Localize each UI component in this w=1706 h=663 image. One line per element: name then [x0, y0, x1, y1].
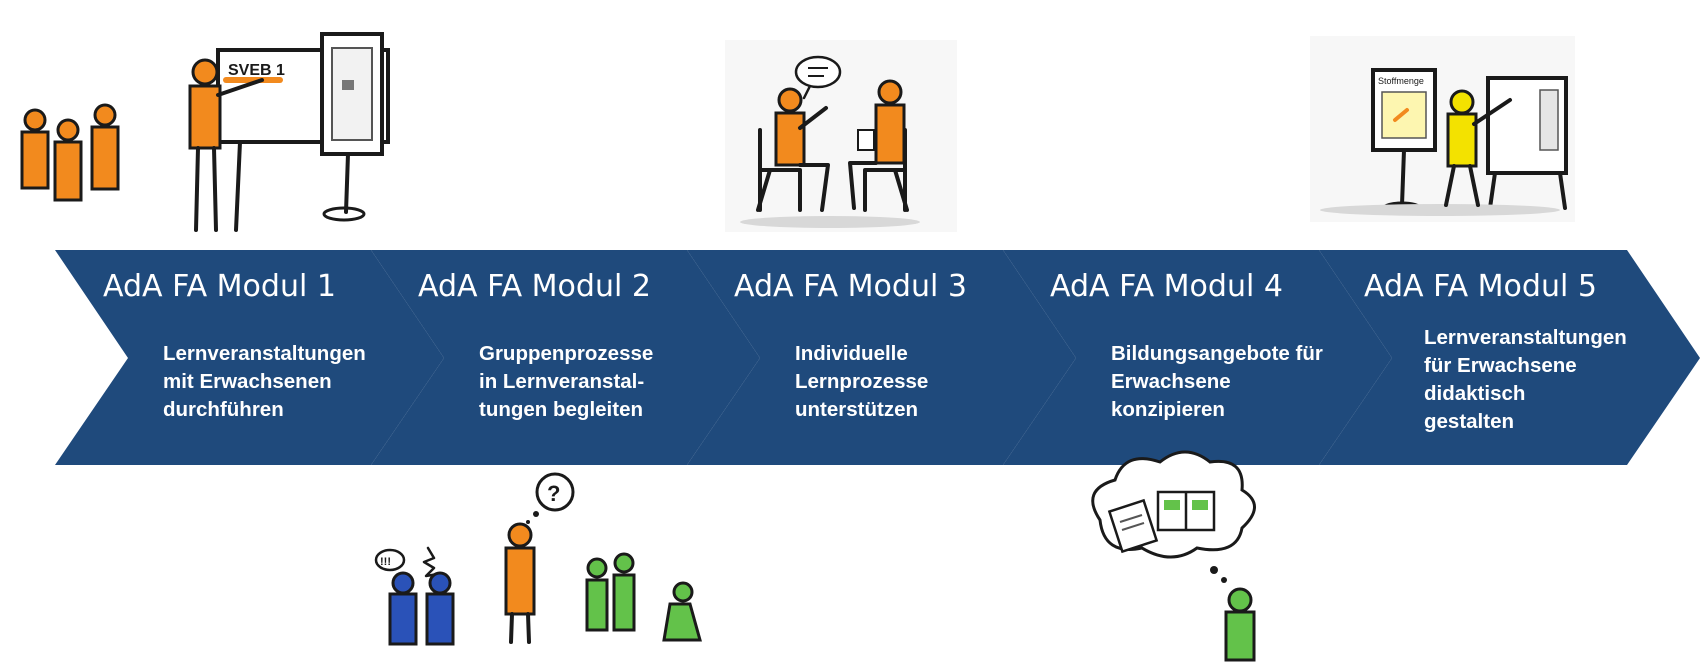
module-5-title: AdA FA Modul 5: [1364, 269, 1597, 304]
audience-figures: [20, 103, 120, 202]
module-1-line-1: Lernveranstaltungen: [163, 342, 366, 365]
module-2-line-1: Gruppenprozesse: [479, 342, 653, 365]
illustration-module-4-concept: [1091, 450, 1256, 662]
module-4-line-2: Erwachsene: [1111, 370, 1231, 393]
module-3-line-2: Lernprozesse: [795, 370, 928, 393]
module-4-line-3: konzipieren: [1111, 398, 1225, 421]
module-2-line-2: in Lernveranstal-: [479, 370, 644, 393]
module-3-title: AdA FA Modul 3: [734, 269, 967, 304]
clipboard-icon: [857, 129, 875, 151]
question-bubble-icon: [535, 472, 575, 512]
module-1-line-2: mit Erwachsenen: [163, 370, 332, 393]
shout-icon: [422, 546, 440, 578]
module-4-title: AdA FA Modul 4: [1050, 269, 1283, 304]
chevron-row: AdA FA Modul 1 Lernveranstaltungen mit E…: [55, 250, 1700, 465]
module-2-title: AdA FA Modul 2: [418, 269, 651, 304]
chevron-module-1: AdA FA Modul 1 Lernveranstaltungen mit E…: [55, 250, 444, 465]
module-2-line-3: tungen begleiten: [479, 398, 643, 421]
speech-bubble-icon: [374, 548, 406, 572]
module-5-line-4: gestalten: [1424, 410, 1514, 433]
chevron-module-3: AdA FA Modul 3 Individuelle Lernprozesse…: [687, 250, 1076, 465]
module-5-line-3: didaktisch: [1424, 382, 1525, 405]
module-1-line-3: durchführen: [163, 398, 284, 421]
board-text: SVEB 1: [228, 62, 285, 79]
illustration-module-1-presenter: SVEB 1: [20, 32, 390, 232]
book-icon: [1156, 490, 1216, 532]
svg-text:!!!: !!!: [380, 556, 391, 568]
poster-text: Stoffmenge: [1378, 76, 1424, 86]
module-3-line-1: Individuelle: [795, 342, 908, 365]
illustration-module-3-counselling: [725, 40, 957, 232]
module-1-title: AdA FA Modul 1: [103, 269, 336, 304]
chevron-module-2: AdA FA Modul 2 Gruppenprozesse in Lernve…: [371, 250, 760, 465]
svg-text:?: ?: [547, 481, 560, 506]
module-4-line-1: Bildungsangebote für: [1111, 342, 1323, 365]
module-5-line-1: Lernveranstaltungen: [1424, 326, 1627, 349]
chevron-module-5: AdA FA Modul 5 Lernveranstaltungen für E…: [1319, 250, 1700, 465]
module-3-line-3: unterstützen: [795, 398, 918, 421]
module-5-line-2: für Erwachsene: [1424, 354, 1577, 377]
illustration-module-2-group: !!! ?: [374, 472, 702, 646]
illustration-module-5-posters: Stoffmenge: [1310, 36, 1575, 222]
speech-bubble-icon: [794, 55, 842, 89]
chevron-module-4: AdA FA Modul 4 Bildungsangebote für Erwa…: [1003, 250, 1392, 465]
